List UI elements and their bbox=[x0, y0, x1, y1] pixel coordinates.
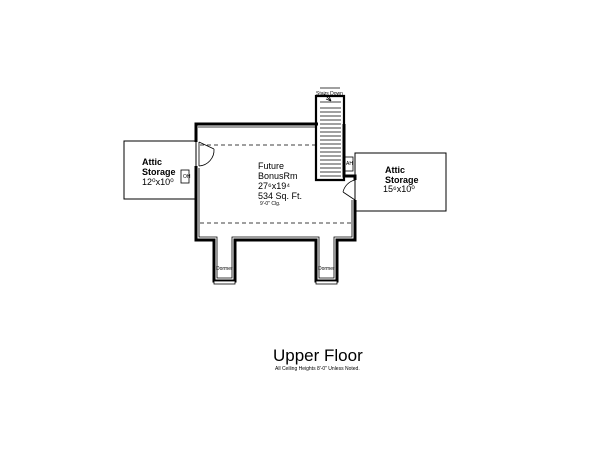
attic-left-line1: Attic bbox=[142, 157, 162, 167]
attic-left-dims: 12⁰x10⁰ bbox=[142, 177, 174, 187]
attic-right-label: Attic Storage bbox=[385, 165, 419, 185]
bonus-area: 534 Sq. Ft. bbox=[258, 191, 303, 201]
attic-right-dims: 15⁶x10⁰ bbox=[383, 184, 415, 194]
attic-left-line2: Storage bbox=[142, 167, 176, 177]
stairs-down-arrow bbox=[323, 93, 332, 102]
bonus-line1: Future bbox=[258, 161, 285, 171]
left-door-label: OH bbox=[183, 174, 191, 180]
stair-treads bbox=[320, 101, 341, 177]
attic-left-access-box bbox=[180, 169, 190, 184]
attic-right-line2: Storage bbox=[385, 175, 419, 185]
bonus-room-label: Future BonusRm 27⁶x19⁴ 534 Sq. Ft. bbox=[258, 161, 302, 201]
bonus-ceiling: 9'-0" Clg. bbox=[260, 201, 281, 207]
dormer-right-label: Dormer bbox=[318, 266, 335, 272]
stair-walls bbox=[314, 94, 346, 182]
bonus-room-inner-walls bbox=[198, 126, 353, 279]
page-subtitle: All Ceiling Heights 8'-0" Unless Noted. bbox=[275, 366, 360, 372]
door-swing-right bbox=[342, 179, 356, 201]
dormer-left-label: Dormer bbox=[216, 266, 233, 272]
page-title: Upper Floor bbox=[273, 346, 363, 365]
bonus-line2: BonusRm bbox=[258, 171, 298, 181]
attic-storage-right-outline bbox=[354, 152, 447, 212]
right-door-label: AH bbox=[346, 161, 353, 167]
dormer-left-sill bbox=[213, 280, 236, 285]
dormer-right-sill bbox=[315, 280, 338, 285]
door-swing-left bbox=[198, 141, 215, 167]
stairs-down-label: Stairs Down bbox=[316, 91, 343, 97]
bonus-dims: 27⁶x19⁴ bbox=[258, 181, 291, 191]
attic-left-label: Attic Storage bbox=[142, 157, 176, 177]
attic-right-line1: Attic bbox=[385, 165, 405, 175]
